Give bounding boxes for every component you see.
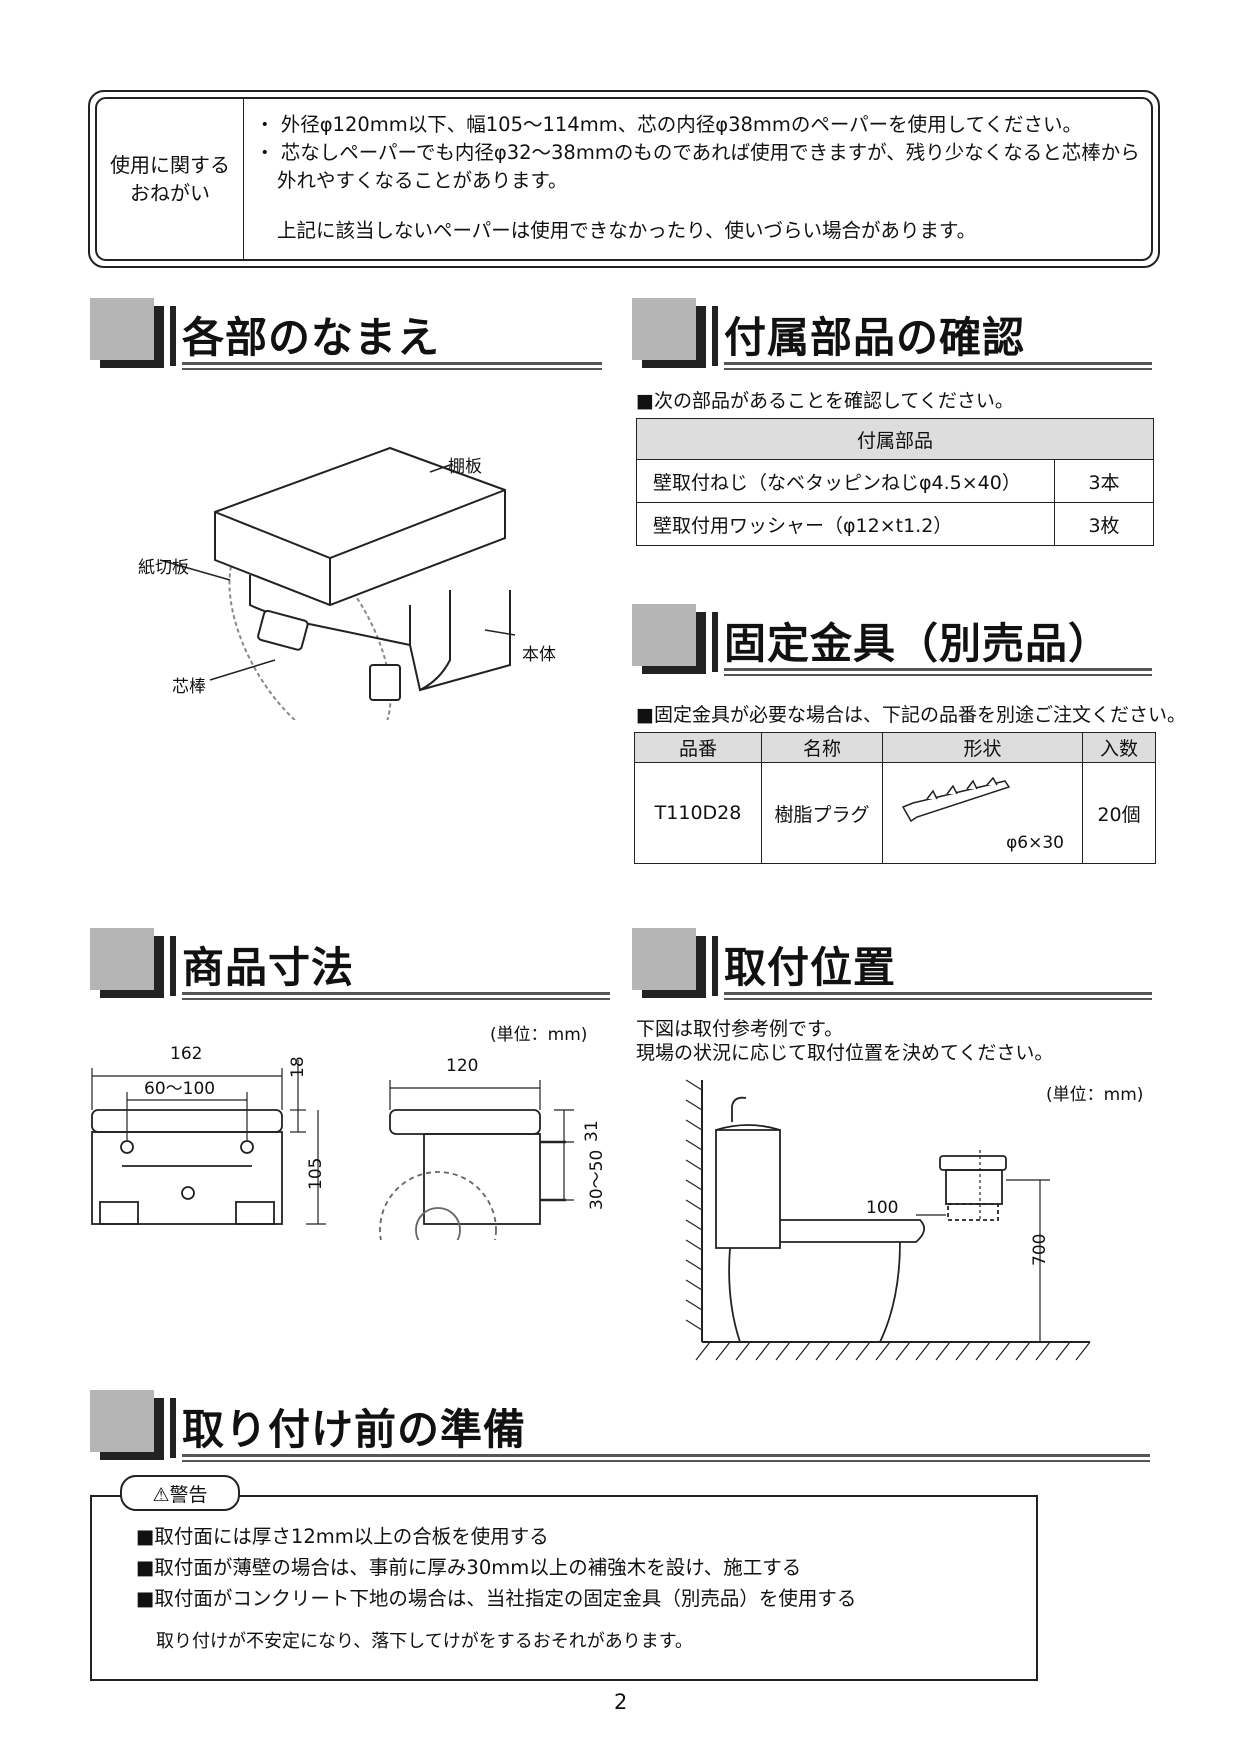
page-number: 2 xyxy=(614,1690,628,1714)
section-title-position: 取付位置 xyxy=(724,943,897,992)
accessory-qty: 3本 xyxy=(1054,459,1154,503)
warning-item: ■取付面が薄壁の場合は、事前に厚み30mm以上の補強木を設け、施工する xyxy=(136,1556,802,1579)
fixture-col-name: 名称 xyxy=(761,732,883,763)
section-header-preparation: 取り付け前の準備 xyxy=(90,1390,1150,1464)
warning-note: 取り付けが不安定になり、落下してけがをするおそれがあります。 xyxy=(156,1631,693,1652)
fixture-qty: 20個 xyxy=(1082,762,1156,864)
label-cutter: 紙切板 xyxy=(138,558,189,578)
fixture-col-shape: 形状 xyxy=(882,732,1083,763)
label-body: 本体 xyxy=(522,645,556,665)
dim-v2: 30～50 xyxy=(587,1149,607,1210)
dim-top: 18 xyxy=(288,1056,308,1078)
table-row: 壁取付用ワッシャー（φ12×t1.2） 3枚 xyxy=(636,502,1154,546)
position-offset: 100 xyxy=(866,1198,899,1218)
position-unit: (単位：mm) xyxy=(1046,1085,1144,1105)
parts-illustration xyxy=(159,446,516,720)
section-title-parts: 各部のなまえ xyxy=(182,313,441,362)
notice-label-line2: おねがい xyxy=(130,181,210,205)
position-lead-1: 下図は取付参考例です。 xyxy=(636,1018,844,1040)
fixture-col-qty: 入数 xyxy=(1082,732,1156,763)
accessory-name: 壁取付用ワッシャー（φ12×t1.2） xyxy=(636,502,1055,546)
label-spindle: 芯棒 xyxy=(172,677,206,697)
section-header-position: 取付位置 xyxy=(632,928,1152,1002)
notice-label-line1: 使用に関する xyxy=(110,153,230,177)
dimension-drawing xyxy=(91,1060,574,1240)
accessories-header: 付属部品 xyxy=(636,418,1154,460)
accessories-table: 付属部品 壁取付ねじ（なベタッピンねじφ4.5×40） 3本 壁取付用ワッシャー… xyxy=(636,418,1154,546)
dim-height: 105 xyxy=(306,1157,326,1190)
warning-item: ■取付面には厚さ12mm以上の合板を使用する xyxy=(136,1525,549,1548)
dim-v1: 31 xyxy=(582,1120,602,1142)
fixture-table: 品番 名称 形状 入数 T110D28 樹脂プラグ φ6×30 20個 xyxy=(634,732,1156,864)
warning-item: ■取付面がコンクリート下地の場合は、当社指定の固定金具（別売品）を使用する xyxy=(136,1587,857,1610)
warning-box: ⚠警告 ■取付面には厚さ12mm以上の合板を使用する ■取付面が薄壁の場合は、事… xyxy=(90,1475,1038,1681)
section-header-fixture: 固定金具（別売品） xyxy=(632,604,1152,678)
fixture-code: T110D28 xyxy=(634,762,762,864)
notice-bullet-2: ・ 芯なしペーパーでも内径φ32～38mmのものであれば使用できますが、残り少な… xyxy=(255,141,1140,192)
fixture-name: 樹脂プラグ xyxy=(761,762,883,864)
dim-width: 162 xyxy=(170,1044,203,1064)
dim-hole-span: 60～100 xyxy=(144,1079,216,1099)
fixture-lead: ■固定金具が必要な場合は、下記の品番を別途ご注文ください。 xyxy=(636,704,1186,726)
fixture-size: φ6×30 xyxy=(1006,833,1064,853)
warning-list: ■取付面には厚さ12mm以上の合板を使用する ■取付面が薄壁の場合は、事前に厚み… xyxy=(136,1521,856,1614)
section-header-dimensions: 商品寸法 xyxy=(90,928,610,1002)
accessory-name: 壁取付ねじ（なベタッピンねじφ4.5×40） xyxy=(636,459,1055,503)
section-header-accessories: 付属部品の確認 xyxy=(632,298,1152,372)
mounting-position-drawing xyxy=(685,1079,1091,1361)
usage-notice-box: 使用に関する おねがい ・ 外径φ120mm以下、幅105～114mm、芯の内径… xyxy=(88,90,1160,268)
usage-notice-text: ・ 外径φ120mm以下、幅105～114mm、芯の内径φ38mmのペーパーを使… xyxy=(255,111,1141,245)
plug-icon xyxy=(901,777,1011,823)
fixture-shape-cell: φ6×30 xyxy=(882,762,1083,864)
position-height: 700 xyxy=(1030,1233,1050,1266)
usage-notice-label: 使用に関する おねがい xyxy=(97,99,244,259)
table-row: T110D28 樹脂プラグ φ6×30 20個 xyxy=(634,762,1156,864)
section-title-preparation: 取り付け前の準備 xyxy=(182,1405,527,1454)
section-title-fixture: 固定金具（別売品） xyxy=(724,619,1112,668)
dim-depth: 120 xyxy=(446,1056,479,1076)
notice-bullet-1: ・ 外径φ120mm以下、幅105～114mm、芯の内径φ38mmのペーパーを使… xyxy=(255,113,1083,136)
label-shelf: 棚板 xyxy=(448,457,482,477)
dimensions-unit: (単位：mm) xyxy=(490,1025,588,1045)
section-header-parts: 各部のなまえ xyxy=(90,298,610,372)
table-row: 壁取付ねじ（なベタッピンねじφ4.5×40） 3本 xyxy=(636,459,1154,503)
section-title-dimensions: 商品寸法 xyxy=(182,943,355,992)
fixture-col-code: 品番 xyxy=(634,732,762,763)
accessory-qty: 3枚 xyxy=(1054,502,1154,546)
position-lead-2: 現場の状況に応じて取付位置を決めてください。 xyxy=(636,1042,1054,1064)
accessories-lead: ■次の部品があることを確認してください。 xyxy=(636,390,1014,412)
notice-note: 上記に該当しないペーパーは使用できなかったり、使いづらい場合があります。 xyxy=(277,219,977,242)
section-title-accessories: 付属部品の確認 xyxy=(724,313,1026,362)
warning-tag: ⚠警告 xyxy=(120,1475,240,1511)
